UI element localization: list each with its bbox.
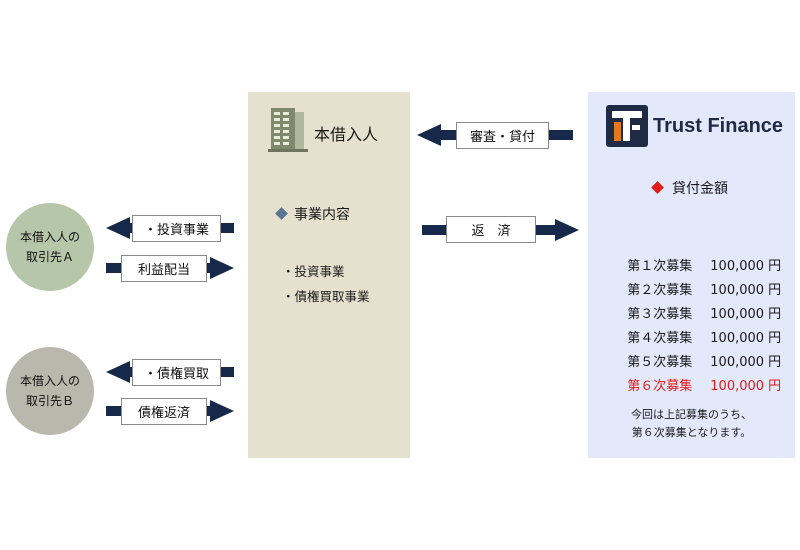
lender-panel [588, 92, 795, 458]
funding-round-label: 第５次募集 [627, 355, 693, 370]
funding-round-row: 第１次募集 100,000 円 [619, 240, 781, 274]
funding-round-amount: 100,000 円 [710, 355, 782, 370]
receivables-purchase-label: ・債権買取 [132, 359, 221, 386]
funding-round-label: 第１次募集 [627, 259, 693, 274]
borrower-panel [248, 92, 410, 458]
funding-round-label: 第３次募集 [627, 307, 693, 322]
partner-b-label: 本借入人の [19, 374, 80, 388]
funding-round-row: 第４次募集 100,000 円 [619, 312, 781, 346]
funding-round-label: 第４次募集 [627, 331, 693, 346]
partner-b-label: 取引先Ｂ [25, 394, 74, 408]
funding-round-amount: 100,000 円 [710, 379, 782, 394]
business-section-title: 事業内容 [294, 207, 350, 223]
borrower-title: 本借入人 [314, 125, 379, 144]
partner-a-label: 本借入人の [19, 230, 80, 244]
funding-round-row: 第３次募集 100,000 円 [619, 288, 781, 322]
funding-round-amount: 100,000 円 [710, 283, 782, 298]
funding-round-label: 第６次募集 [627, 379, 693, 394]
receivables-repayment-label: 債権返済 [121, 398, 207, 425]
funding-round-label: 第２次募集 [627, 283, 693, 298]
profit-distribution-label: 利益配当 [121, 255, 207, 282]
loan-amount-title: 貸付金額 [672, 181, 728, 197]
brand-name: Trust Finance [653, 115, 784, 137]
building-icon [268, 108, 308, 156]
funding-note-line: 今回は上記募集のうち、 [631, 408, 752, 421]
partner-b-node: 本借入人の取引先Ｂ [6, 347, 94, 435]
repayment-label: 返 済 [446, 216, 536, 243]
business-item: ・債権買取事業 [282, 289, 370, 304]
review-loan-label: 審査・貸付 [456, 122, 549, 149]
partner-a-label: 取引先Ａ [25, 250, 74, 264]
partner-a-node: 本借入人の取引先Ａ [6, 203, 94, 291]
funding-round-amount: 100,000 円 [710, 259, 782, 274]
trust-finance-logo [606, 105, 648, 151]
funding-round-row: 第２次募集 100,000 円 [619, 264, 781, 298]
funding-round-amount: 100,000 円 [710, 307, 782, 322]
funding-round-amount: 100,000 円 [710, 331, 782, 346]
business-item: ・投資事業 [282, 264, 345, 279]
funding-round-row: 第５次募集 100,000 円 [619, 336, 781, 370]
investment-label: ・投資事業 [132, 215, 221, 242]
funding-note-line: 第６次募集となります。 [631, 426, 752, 439]
funding-round-row-current: 第６次募集 100,000 円 [619, 360, 781, 394]
funding-note: 今回は上記募集のうち、 第６次募集となります。 [588, 406, 795, 442]
